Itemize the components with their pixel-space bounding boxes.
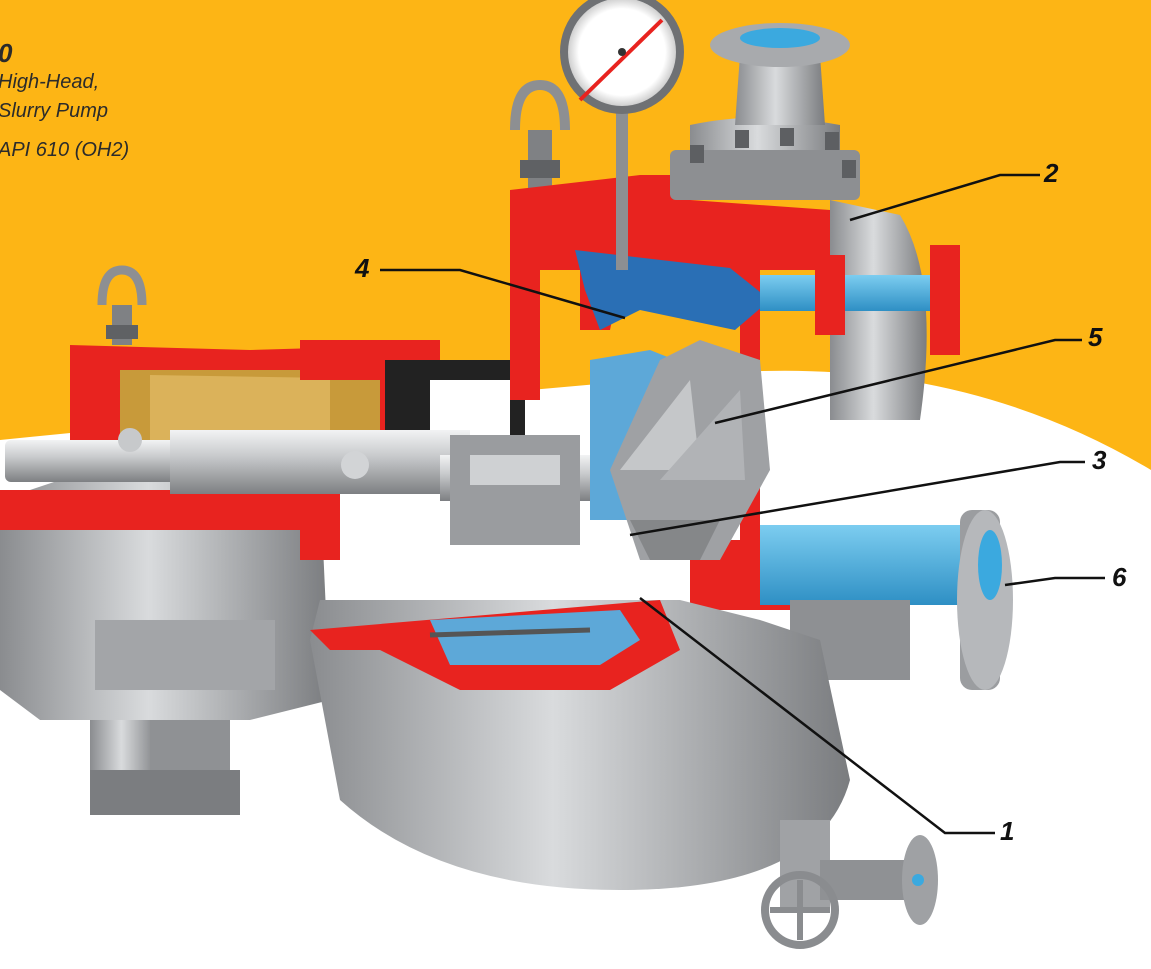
callout-2: 2 [1044, 158, 1059, 188]
leader-lines [380, 173, 1105, 835]
discharge-nozzle [670, 23, 927, 420]
caption-title: 0 [0, 38, 129, 68]
callout-3: 3 [1092, 445, 1107, 475]
caption: 0 High-Head, Slurry Pump API 610 (OH2) [0, 38, 129, 165]
leader-line-6 [1004, 576, 1105, 587]
volute-casing [310, 600, 850, 890]
seal-chamber [450, 435, 580, 545]
impeller [610, 340, 770, 560]
caption-line-1: High-Head, [0, 71, 100, 93]
pressure-gauge [560, 0, 684, 270]
flush-pipe [760, 245, 960, 355]
bearing-frame [0, 340, 525, 720]
flange-bolts [690, 128, 856, 178]
pedestal-foot [90, 690, 240, 815]
leader-line-1 [639, 597, 995, 835]
drain-valve [761, 820, 938, 949]
callout-4: 4 [355, 253, 370, 283]
leader-line-3 [629, 460, 1085, 537]
leader-line-5 [714, 338, 1082, 425]
callout-1: 1 [1000, 816, 1015, 846]
callout-5: 5 [1088, 322, 1103, 352]
leader-line-4 [380, 268, 626, 320]
leader-line-2 [849, 173, 1040, 222]
callout-6: 6 [1112, 562, 1127, 592]
caption-line-2: Slurry Pump [0, 100, 109, 122]
lifting-eye-bolt-left [97, 265, 147, 345]
suction-nozzle [760, 510, 1013, 690]
lifting-eye-bolt-top [510, 79, 570, 190]
caption-line-3: API 610 (OH2) [0, 139, 130, 161]
